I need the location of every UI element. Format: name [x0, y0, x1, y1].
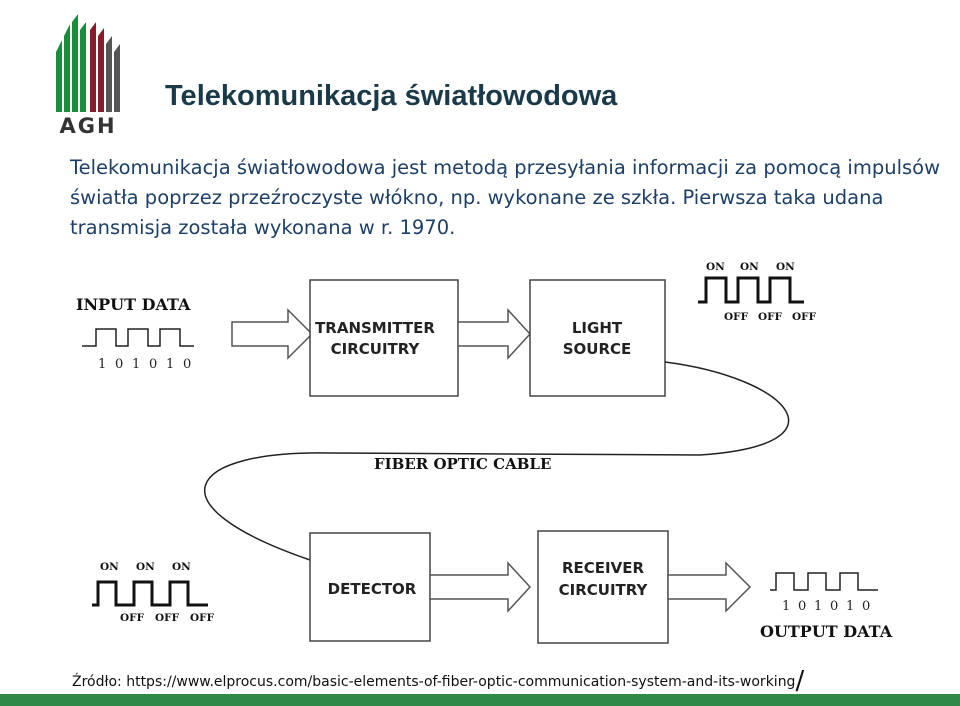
output-bit: 1	[846, 599, 854, 614]
agh-logo-bars	[56, 14, 120, 112]
pulse-off-label: OFF	[190, 612, 215, 624]
pulse-on-label: ON	[172, 561, 191, 573]
pulse-wave-bottom	[92, 580, 208, 607]
pulse-off-label: OFF	[758, 311, 783, 323]
pulse-on-label: ON	[776, 261, 795, 273]
light-pulses-bottom: ON ON ON OFF OFF OFF	[92, 561, 215, 624]
source-prefix: Źródło:	[72, 674, 127, 690]
arrow-to-light-source	[457, 308, 532, 360]
pulse-off-label: OFF	[792, 311, 817, 323]
arrow-to-output	[667, 561, 752, 613]
output-bit: 1	[814, 599, 822, 614]
cable-label: FIBER OPTIC CABLE	[374, 455, 551, 473]
arrow-to-receiver	[429, 561, 532, 613]
transmitter-label-line1: TRANSMITTER	[315, 319, 435, 337]
page-title: Telekomunikacja światłowodowa	[165, 80, 618, 112]
light-source-label-line2: SOURCE	[563, 340, 632, 358]
pulse-off-label: OFF	[155, 612, 180, 624]
intro-paragraph: Telekomunikacja światłowodowa jest metod…	[70, 156, 941, 239]
input-bit: 0	[115, 357, 123, 372]
input-bit: 1	[166, 357, 174, 372]
receiver-label-line2: CIRCUITRY	[559, 581, 649, 599]
transmitter-label-line2: CIRCUITRY	[331, 340, 421, 358]
input-bit: 0	[149, 357, 157, 372]
fiber-optic-cable	[203, 361, 790, 561]
pulse-off-label: OFF	[120, 612, 145, 624]
arrow-to-transmitter	[231, 308, 314, 360]
output-data-label: OUTPUT DATA	[760, 622, 893, 641]
pulse-on-label: ON	[136, 561, 155, 573]
pulse-off-label: OFF	[724, 311, 749, 323]
fiber-optic-diagram: INPUT DATA 1 0 1 0 1 0 TRANSMITTER CIRCU…	[76, 261, 893, 644]
pulse-on-label: ON	[100, 561, 119, 573]
pulse-wave-top	[698, 276, 804, 304]
receiver-label-line1: RECEIVER	[562, 559, 644, 577]
input-bit: 1	[98, 357, 106, 372]
output-bit: 0	[862, 599, 870, 614]
input-bit: 0	[183, 357, 191, 372]
bottom-bar	[0, 694, 960, 706]
input-bit: 1	[132, 357, 140, 372]
source-citation: Źródło: https://www.elprocus.com/basic-e…	[72, 666, 804, 696]
agh-logo-text: AGH	[59, 114, 116, 137]
agh-logo: AGH	[56, 14, 120, 137]
pulse-on-label: ON	[740, 261, 759, 273]
output-bit: 1	[782, 599, 790, 614]
receiver-box	[537, 530, 669, 644]
input-bits: 1 0 1 0 1 0	[98, 357, 191, 372]
output-square-wave	[770, 572, 878, 591]
light-source-label-line1: LIGHT	[572, 319, 623, 337]
transmitter-box	[309, 279, 459, 397]
input-square-wave	[82, 328, 194, 347]
output-bit: 0	[798, 599, 806, 614]
light-source-box	[529, 279, 666, 397]
output-bit: 0	[830, 599, 838, 614]
detector-label: DETECTOR	[328, 580, 417, 598]
pulse-on-label: ON	[706, 261, 725, 273]
output-bits: 1 0 1 0 1 0	[782, 599, 870, 614]
input-data-label: INPUT DATA	[76, 295, 191, 314]
source-link[interactable]: https://www.elprocus.com/basic-elements-…	[126, 674, 796, 690]
source-slash: /	[795, 666, 805, 696]
light-pulses-top: ON ON ON OFF OFF OFF	[698, 261, 817, 323]
